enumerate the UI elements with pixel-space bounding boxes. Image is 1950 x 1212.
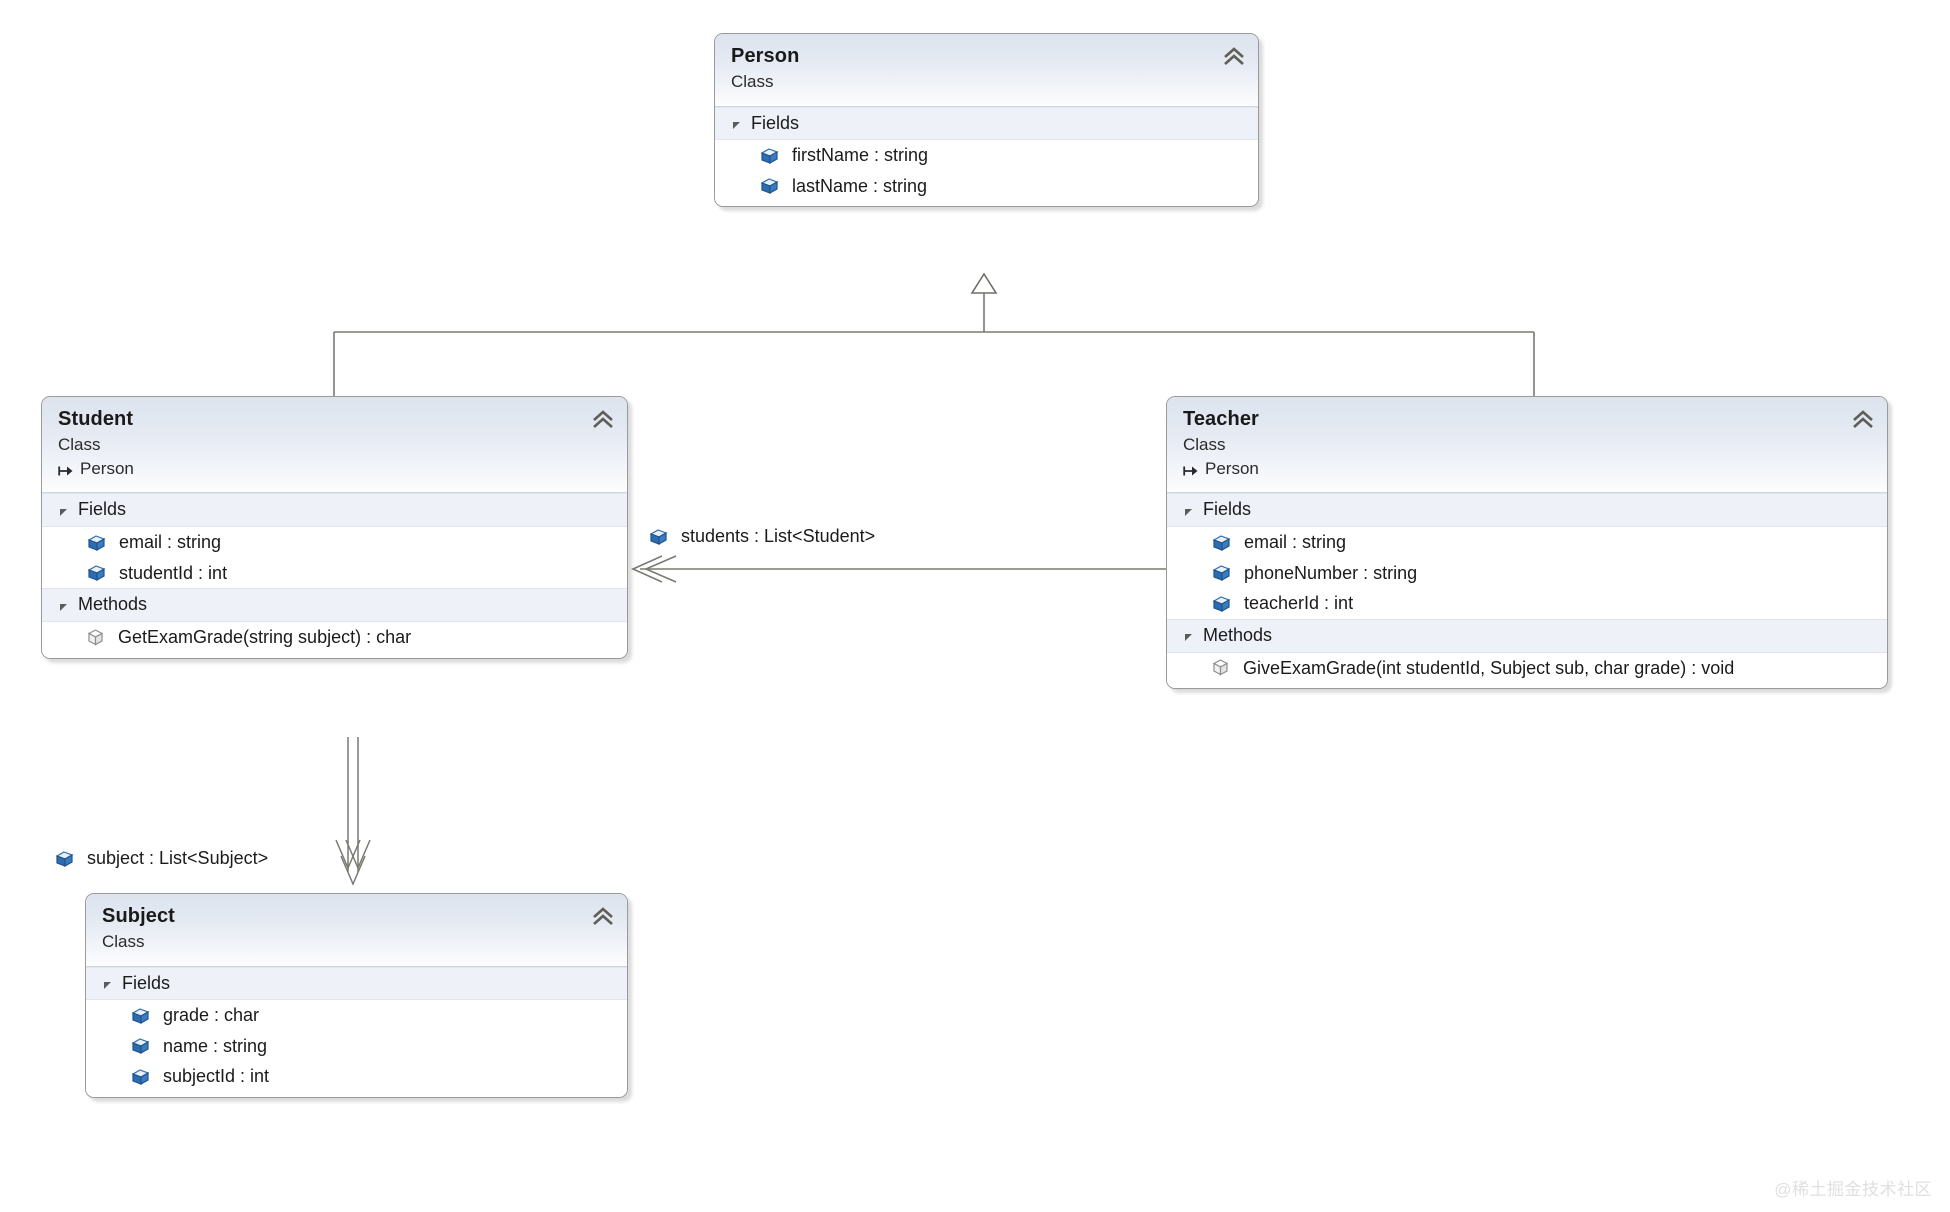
section-label: Fields	[78, 499, 127, 520]
member-label: subjectId : int	[163, 1066, 270, 1087]
member-row[interactable]: firstName : string	[715, 140, 1258, 171]
class-title-teacher: Teacher	[1183, 408, 1259, 430]
member-label: firstName : string	[792, 145, 929, 166]
class-title-subject: Subject	[102, 905, 175, 927]
section-header-methods[interactable]: Methods	[42, 588, 627, 623]
expander-triangle-icon[interactable]	[733, 121, 740, 129]
association-label-text: students : List<Student>	[681, 526, 876, 546]
field-cube-icon	[130, 1037, 150, 1055]
field-cube-icon	[759, 147, 779, 165]
member-label: studentId : int	[119, 562, 228, 583]
expander-triangle-icon[interactable]	[1185, 634, 1192, 642]
class-header-subject: Subject Class	[86, 894, 627, 967]
section-label: Methods	[78, 594, 148, 615]
member-label: lastName : string	[792, 175, 928, 196]
member-label: name : string	[163, 1035, 268, 1056]
member-row[interactable]: phoneNumber : string	[1167, 557, 1887, 589]
member-label: grade : char	[163, 1005, 260, 1026]
member-row[interactable]: email : string	[1167, 527, 1887, 558]
class-body-teacher: Fields email : string	[1167, 493, 1887, 689]
field-cube-icon	[1211, 534, 1231, 552]
collapse-chevron-icon[interactable]	[592, 907, 614, 927]
class-stereotype-person: Class	[731, 71, 774, 91]
member-label: email : string	[119, 532, 222, 553]
class-base-teacher: Person	[1183, 458, 1871, 481]
field-cube-icon	[1211, 595, 1231, 613]
field-cube-icon	[54, 850, 74, 868]
expander-triangle-icon[interactable]	[60, 508, 67, 516]
collapse-chevron-icon[interactable]	[1852, 410, 1874, 430]
class-stereotype-teacher: Class	[1183, 434, 1226, 454]
expander-triangle-icon[interactable]	[1185, 508, 1192, 516]
field-cube-icon	[130, 1007, 150, 1025]
section-header-fields[interactable]: Fields	[86, 966, 627, 1001]
class-box-subject[interactable]: Subject Class Fields	[85, 893, 628, 1098]
method-cube-icon	[1211, 658, 1230, 677]
class-title-person: Person	[731, 45, 800, 67]
association-connector-student-subject	[335, 737, 371, 886]
class-box-person[interactable]: Person Class Fields	[714, 33, 1259, 208]
section-header-methods[interactable]: Methods	[1167, 618, 1887, 653]
member-label: teacherId : int	[1244, 593, 1354, 614]
class-box-teacher[interactable]: Teacher Class Person	[1166, 396, 1888, 690]
class-header-person: Person Class	[715, 34, 1258, 107]
field-cube-icon	[130, 1068, 150, 1086]
class-body-person: Fields firstName : string	[715, 106, 1258, 207]
section-header-fields[interactable]: Fields	[42, 493, 627, 528]
section-header-fields[interactable]: Fields	[1167, 493, 1887, 528]
base-class-arrow-icon	[58, 462, 74, 476]
class-base-student: Person	[58, 458, 611, 481]
member-row[interactable]: email : string	[42, 527, 627, 558]
association-label-students[interactable]: students : List<Student>	[648, 526, 875, 547]
section-label: Fields	[1203, 499, 1252, 520]
base-class-label: Person	[1205, 458, 1259, 478]
base-class-label: Person	[80, 458, 134, 478]
member-label: email : string	[1244, 532, 1347, 553]
member-row[interactable]: grade : char	[86, 1000, 627, 1031]
class-header-teacher: Teacher Class Person	[1167, 397, 1887, 494]
expander-triangle-icon[interactable]	[60, 603, 67, 611]
section-label: Fields	[751, 112, 800, 133]
class-box-student[interactable]: Student Class Person	[41, 396, 628, 659]
member-row[interactable]: name : string	[86, 1030, 627, 1062]
class-stereotype-subject: Class	[102, 931, 145, 951]
member-row[interactable]: GiveExamGrade(int studentId, Subject sub…	[1167, 652, 1887, 689]
inheritance-connector-person	[333, 292, 1535, 396]
class-title-student: Student	[58, 408, 134, 430]
class-body-subject: Fields grade : char	[86, 966, 627, 1097]
member-row[interactable]: lastName : string	[715, 170, 1258, 207]
field-cube-icon	[86, 564, 106, 582]
member-row[interactable]: subjectId : int	[86, 1061, 627, 1097]
association-label-subject[interactable]: subject : List<Subject>	[54, 848, 268, 869]
section-label: Methods	[1203, 624, 1273, 645]
watermark: @稀土掘金技术社区	[1774, 1180, 1932, 1199]
collapse-chevron-icon[interactable]	[592, 410, 614, 430]
member-label: phoneNumber : string	[1244, 562, 1418, 583]
member-row[interactable]: teacherId : int	[1167, 588, 1887, 619]
member-row[interactable]: GetExamGrade(string subject) : char	[42, 622, 627, 658]
generalization-triangle-icon	[970, 272, 998, 294]
base-class-arrow-icon	[1183, 462, 1199, 476]
association-label-text: subject : List<Subject>	[87, 848, 269, 868]
member-label: GiveExamGrade(int studentId, Subject sub…	[1243, 657, 1735, 678]
expander-triangle-icon[interactable]	[104, 981, 111, 989]
member-row[interactable]: studentId : int	[42, 557, 627, 589]
section-header-fields[interactable]: Fields	[715, 106, 1258, 141]
section-label: Fields	[122, 972, 171, 993]
class-stereotype-student: Class	[58, 434, 101, 454]
field-cube-icon	[1211, 564, 1231, 582]
field-cube-icon	[648, 528, 668, 546]
class-body-student: Fields email : string	[42, 493, 627, 658]
method-cube-icon	[86, 628, 105, 647]
field-cube-icon	[86, 534, 106, 552]
collapse-chevron-icon[interactable]	[1223, 47, 1245, 67]
field-cube-icon	[759, 177, 779, 195]
class-header-student: Student Class Person	[42, 397, 627, 494]
association-connector-teacher-students	[631, 555, 1166, 583]
member-label: GetExamGrade(string subject) : char	[118, 627, 412, 648]
